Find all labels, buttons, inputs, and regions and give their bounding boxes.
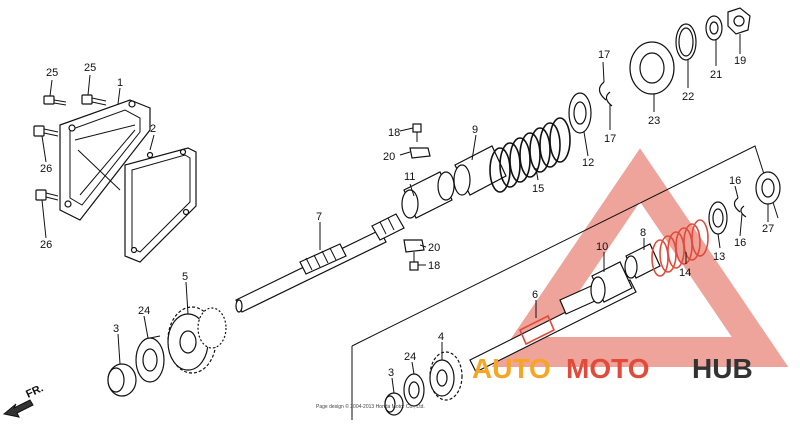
callout-21: 21 bbox=[710, 69, 722, 81]
cover-plate-part-1 bbox=[59, 99, 151, 221]
callout-26-upper: 26 bbox=[40, 163, 52, 175]
callout-24-right: 24 bbox=[404, 351, 416, 363]
gear-part-5 bbox=[167, 306, 227, 374]
watermark-hub: HUB bbox=[692, 353, 753, 384]
washer-part-21 bbox=[705, 15, 723, 41]
bearing-part-23 bbox=[629, 41, 675, 95]
nut-part-19 bbox=[727, 7, 751, 35]
callout-20-lower: 20 bbox=[428, 242, 440, 254]
watermark-text: AUTO MOTO HUB bbox=[472, 353, 753, 384]
ring-part-22 bbox=[675, 23, 697, 61]
bolt-part-25-left bbox=[43, 95, 67, 106]
callout-8: 8 bbox=[640, 227, 646, 239]
callout-13: 13 bbox=[713, 251, 725, 263]
copyright-footnote: Page design © 2004-2013 Honda Motor Co.,… bbox=[316, 403, 425, 410]
spring-part-14 bbox=[651, 219, 709, 277]
washer-part-13 bbox=[708, 201, 728, 235]
collar-part-8 bbox=[624, 243, 661, 279]
callout-4: 4 bbox=[438, 331, 444, 343]
callout-12: 12 bbox=[582, 157, 594, 169]
leader-lines bbox=[41, 34, 769, 394]
callout-6: 6 bbox=[532, 289, 538, 301]
bolt-part-18-upper bbox=[412, 123, 422, 142]
callout-19: 19 bbox=[734, 55, 746, 67]
callout-26-lower: 26 bbox=[40, 239, 52, 251]
spring-part-15 bbox=[489, 117, 571, 193]
callout-9: 9 bbox=[472, 124, 478, 136]
sleeve-part-10 bbox=[590, 261, 633, 304]
callout-labels: 25 25 1 2 26 26 18 20 9 11 15 12 17 17 2… bbox=[40, 49, 774, 379]
clip-part-20-upper bbox=[409, 147, 431, 159]
cap-part-3-left bbox=[107, 363, 137, 397]
clutch-sleeve-part-11 bbox=[401, 171, 455, 219]
callout-23: 23 bbox=[648, 115, 660, 127]
bearing-part-24-right bbox=[403, 373, 425, 407]
callout-2: 2 bbox=[150, 123, 156, 135]
bearing-part-27 bbox=[755, 171, 781, 205]
callout-7: 7 bbox=[316, 211, 322, 223]
bolt-part-25-right bbox=[81, 94, 107, 106]
watermark-moto: MOTO bbox=[566, 353, 649, 384]
watermark-triangle-logo bbox=[491, 148, 789, 367]
callout-27: 27 bbox=[762, 223, 774, 235]
circlip-part-16 bbox=[733, 197, 747, 218]
callout-17-lower: 17 bbox=[604, 133, 616, 145]
circlip-part-17 bbox=[598, 81, 613, 107]
callout-24-left: 24 bbox=[138, 305, 150, 317]
callout-10: 10 bbox=[596, 241, 608, 253]
callout-18-upper: 18 bbox=[388, 127, 400, 139]
clip-part-20-lower bbox=[403, 239, 425, 253]
callout-3-right: 3 bbox=[388, 367, 394, 379]
bolt-part-26-lower bbox=[35, 189, 59, 201]
callout-20-upper: 20 bbox=[383, 151, 395, 163]
callout-5: 5 bbox=[182, 271, 188, 283]
collar-part-9 bbox=[453, 145, 507, 196]
callout-17-upper: 17 bbox=[598, 49, 610, 61]
bolt-part-18-lower bbox=[409, 252, 419, 271]
callout-14: 14 bbox=[679, 267, 691, 279]
callout-25-right: 25 bbox=[84, 62, 96, 74]
callout-1: 1 bbox=[117, 77, 123, 89]
callout-15: 15 bbox=[532, 183, 544, 195]
gasket-part-2 bbox=[124, 147, 197, 263]
washer-part-12 bbox=[568, 92, 592, 134]
callout-16-lower: 16 bbox=[734, 237, 746, 249]
direction-label: FR. bbox=[24, 382, 45, 400]
mainshaft-part-7 bbox=[235, 213, 405, 313]
callout-25-left: 25 bbox=[46, 67, 58, 79]
bolt-part-26-upper bbox=[33, 125, 59, 137]
callout-22: 22 bbox=[682, 91, 694, 103]
watermark-auto: AUTO bbox=[472, 353, 551, 384]
callout-16-upper: 16 bbox=[729, 175, 741, 187]
callout-3-left: 3 bbox=[113, 323, 119, 335]
callout-11: 11 bbox=[404, 171, 415, 183]
front-direction-arrow: FR. bbox=[2, 382, 45, 418]
bearing-part-24-left bbox=[135, 335, 165, 383]
gear-part-4 bbox=[429, 351, 463, 401]
callout-18-lower: 18 bbox=[428, 260, 440, 272]
